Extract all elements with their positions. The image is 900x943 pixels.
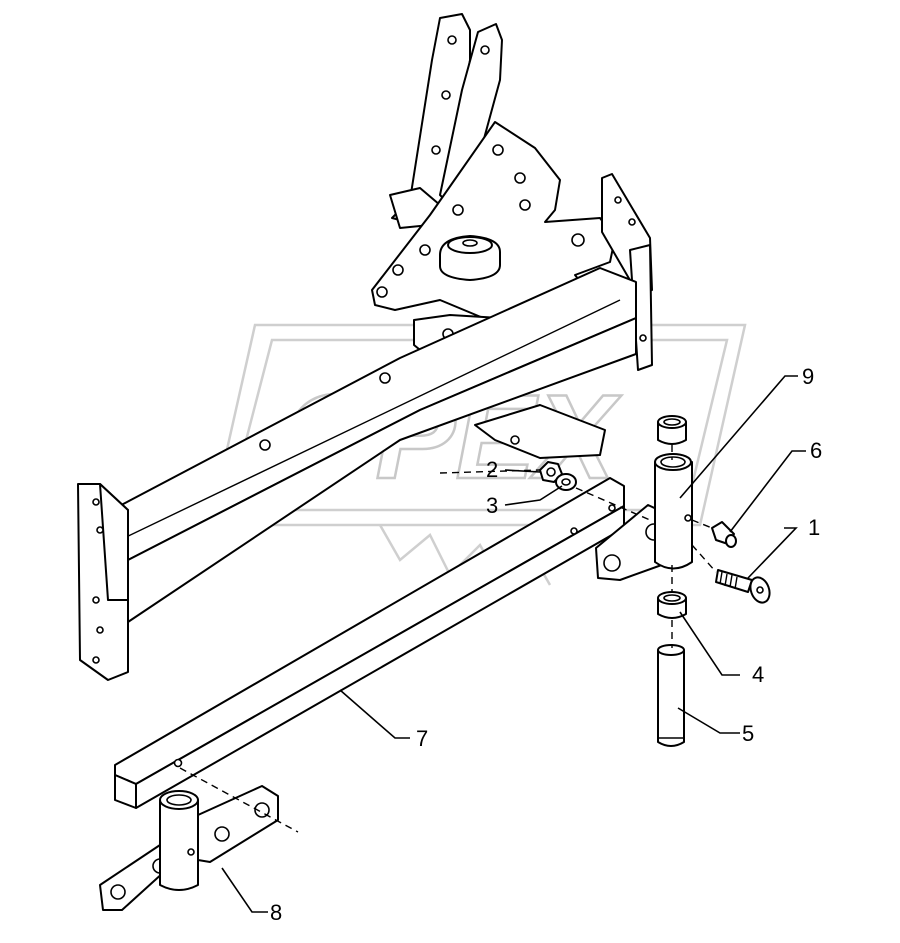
- lower-hinge: [99, 785, 279, 911]
- callout-6: 6: [810, 438, 822, 463]
- pin-5: [657, 644, 685, 747]
- callout-8: 8: [270, 900, 282, 925]
- callout-7: 7: [416, 726, 428, 751]
- assembly-lines: [179, 445, 717, 833]
- callout-1: 1: [808, 515, 820, 540]
- callout-5: 5: [742, 721, 754, 746]
- bushing-top: [657, 415, 687, 445]
- leader-lines: [221, 375, 806, 913]
- bolt-1: [715, 569, 771, 604]
- callout-2: 2: [486, 457, 498, 482]
- callout-9: 9: [802, 364, 814, 389]
- nut-2: [539, 461, 563, 483]
- main-beam: [77, 267, 637, 681]
- grease-nipple-6: [711, 521, 737, 548]
- bushing-4: [657, 591, 687, 619]
- hinge-bracket: [595, 453, 693, 581]
- callout-3: 3: [486, 493, 498, 518]
- arm-bar: [114, 477, 625, 809]
- callout-labels: 1 2 3 4 5 6 7 8 9: [270, 364, 822, 925]
- callout-4: 4: [752, 662, 764, 687]
